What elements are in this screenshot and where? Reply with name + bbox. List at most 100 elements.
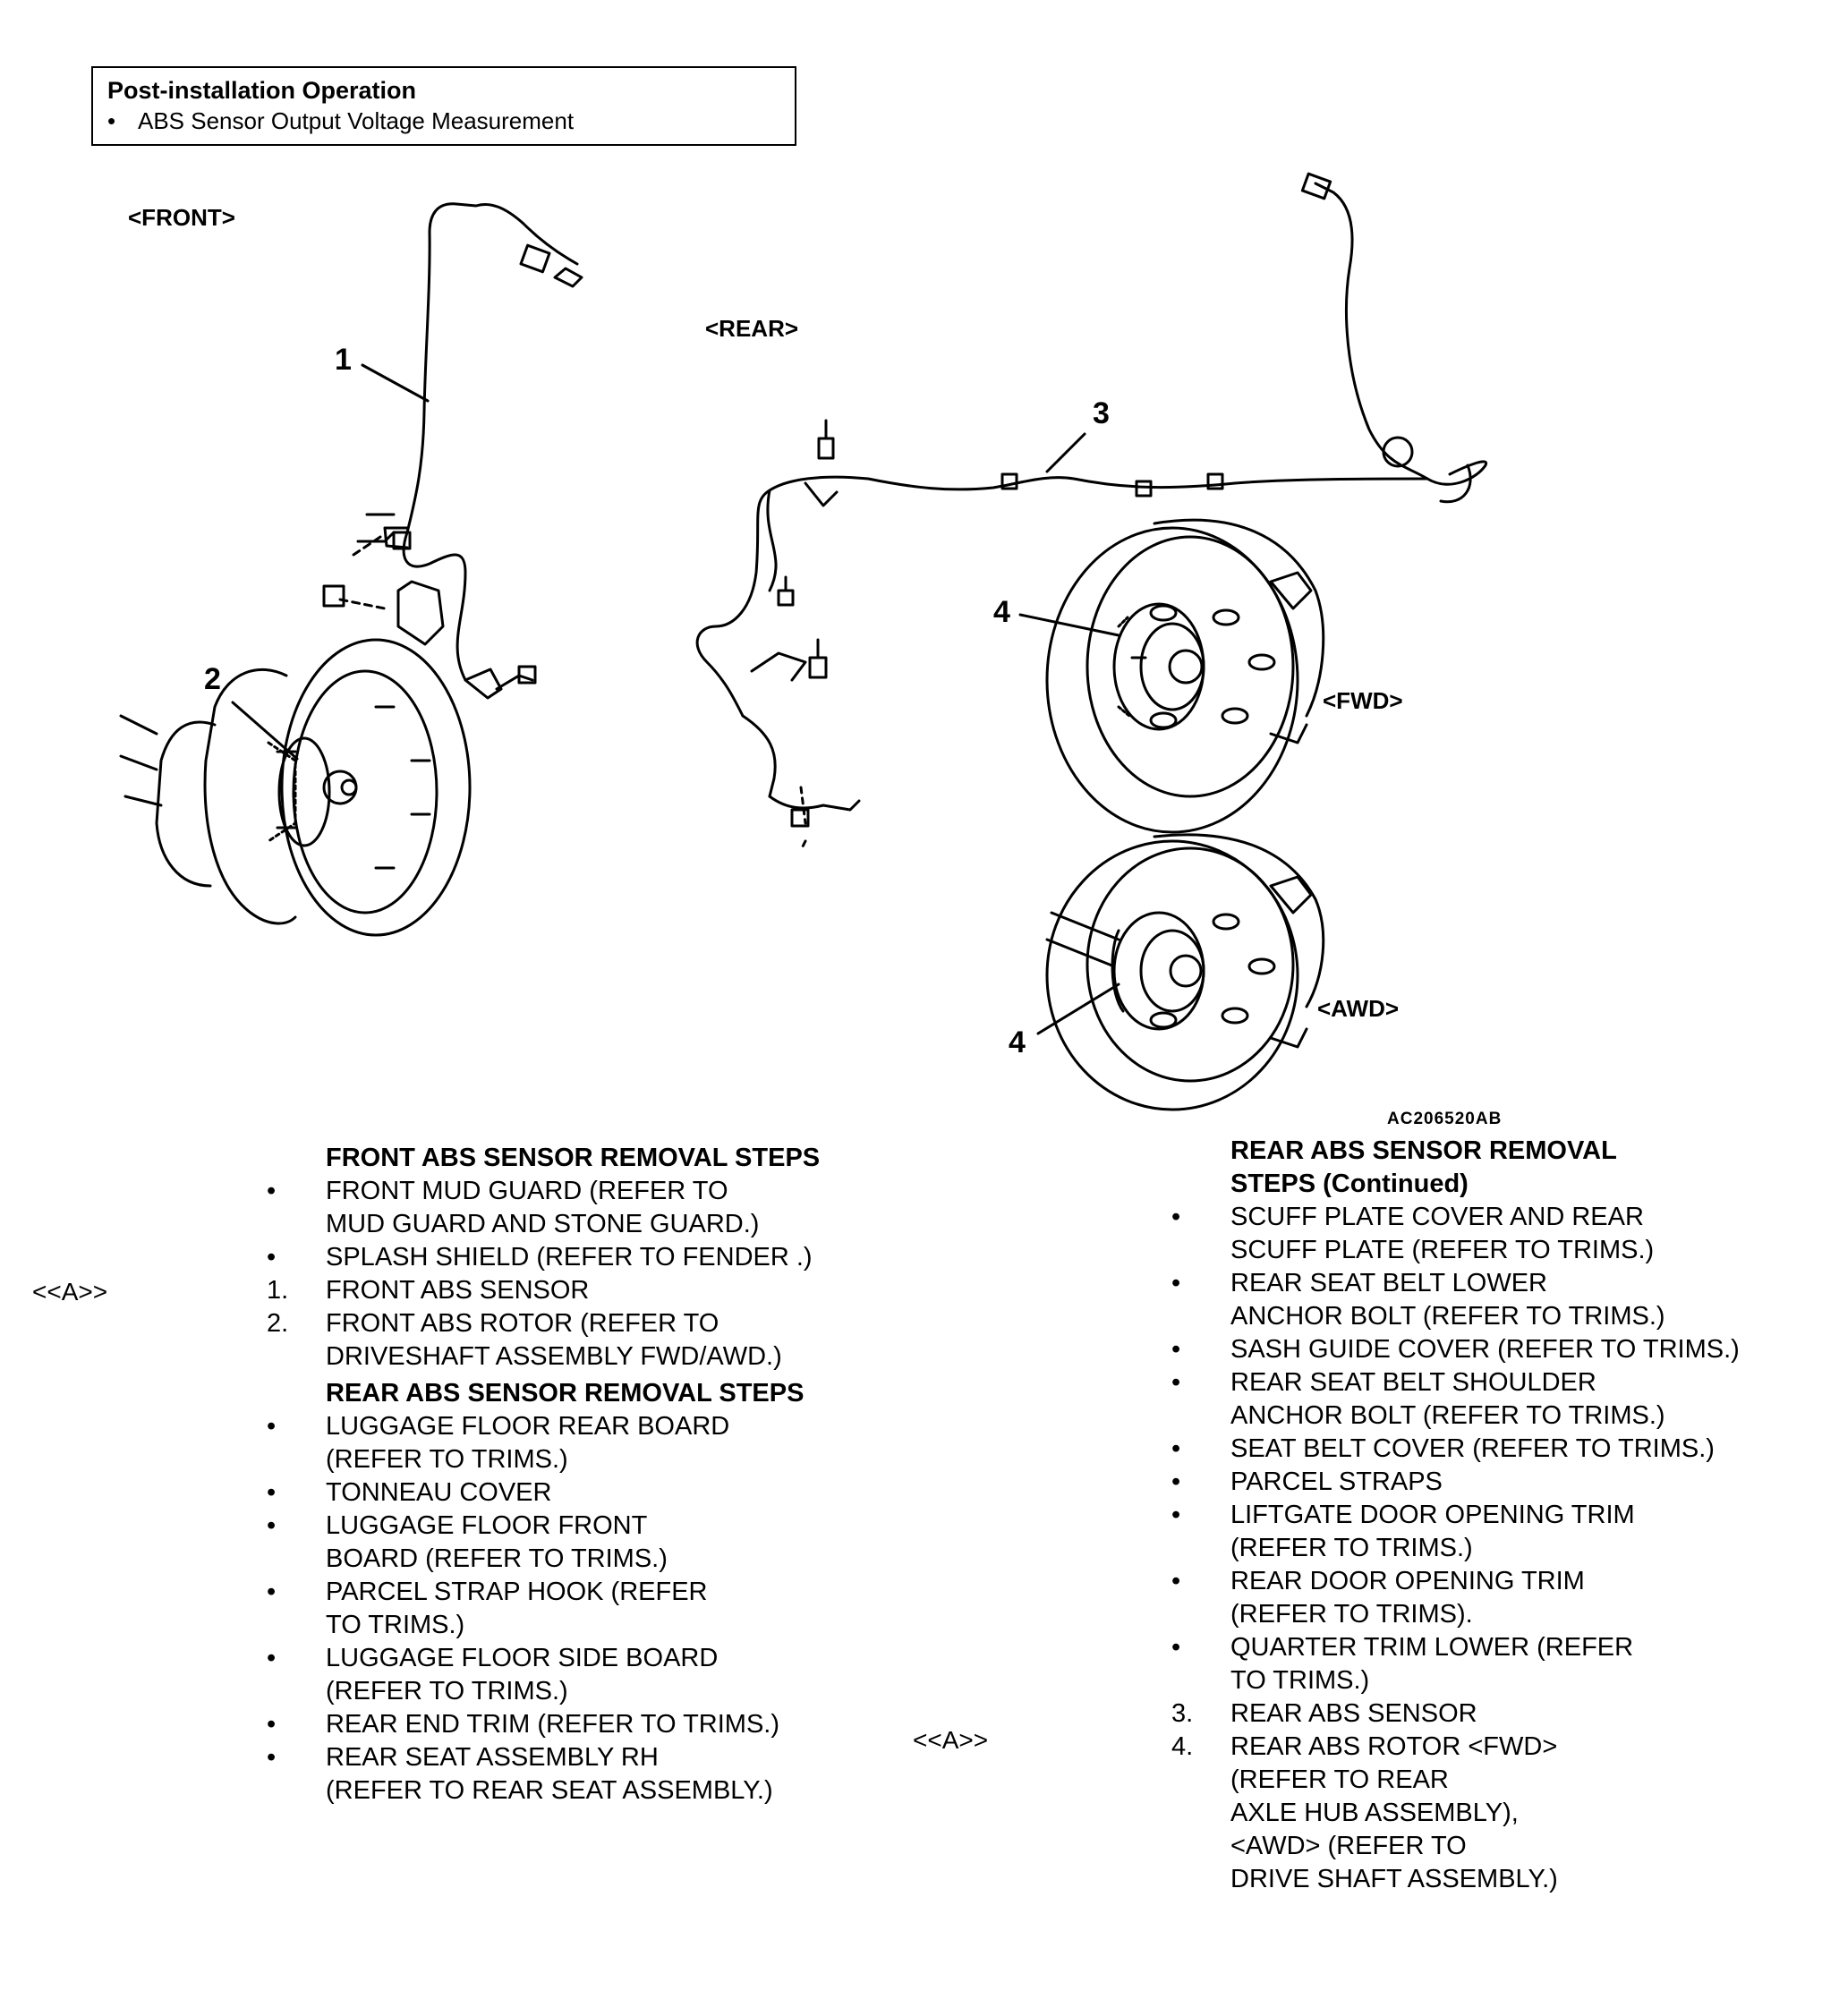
front-step-item: 1. FRONT ABS SENSOR [267,1274,898,1307]
awd-label: <AWD> [1317,995,1400,1022]
figure-id: AC206520AB [1387,1110,1503,1128]
rear-cont-step-item: • REAR DOOR OPENING TRIM (REFER TO TRIMS)… [1171,1565,1821,1631]
rear-cont-step-item-text: SCUFF PLATE COVER AND REAR SCUFF PLATE (… [1230,1203,1655,1264]
rear-step-item-marker: • [267,1412,277,1441]
bullet-icon: • [107,107,116,134]
rear-cont-step-item-marker: • [1171,1203,1181,1231]
front-step-item-marker: • [267,1243,277,1272]
rear-cont-step-item: • REAR SEAT BELT SHOULDER ANCHOR BOLT (RE… [1171,1366,1821,1433]
front-steps-heading: FRONT ABS SENSOR REMOVAL STEPS [326,1144,821,1172]
rear-cont-step-item: • SASH GUIDE COVER (REFER TO TRIMS.) [1171,1333,1821,1366]
callout-4b-leader [1036,982,1120,1035]
front-step-item-text: FRONT ABS ROTOR (REFER TO DRIVESHAFT ASS… [326,1309,782,1371]
rear-cont-step-item-text: REAR SEAT BELT SHOULDER ANCHOR BOLT (REF… [1230,1368,1665,1430]
callout-3-leader [1045,432,1086,473]
rear-cont-step-item-marker: 3. [1171,1699,1194,1728]
front-step-item-marker: • [267,1177,277,1205]
ref-a-front: <<A>> [32,1278,108,1306]
rear-step-item: • PARCEL STRAP HOOK (REFER TO TRIMS.) [267,1576,898,1642]
callout-2: 2 [204,662,221,696]
rear-cont-step-item-text: REAR DOOR OPENING TRIM (REFER TO TRIMS). [1230,1567,1585,1629]
front-label: <FRONT> [128,204,235,231]
rear-step-item: • LUGGAGE FLOOR REAR BOARD (REFER TO TRIM… [267,1410,898,1476]
rear-cont-step-item-marker: • [1171,1434,1181,1463]
callout-4-awd: 4 [1009,1025,1026,1059]
rear-cont-step-item-text: PARCEL STRAPS [1230,1467,1443,1496]
rear-cont-step-item-marker: • [1171,1269,1181,1297]
front-steps-list: • FRONT MUD GUARD (REFER TO MUD GUARD AND… [267,1175,898,1374]
rear-abs-sensor-harness [695,172,1488,852]
rear-steps-continued-heading: REAR ABS SENSOR REMOVAL STEPS (Continued… [1230,1136,1617,1198]
rear-cont-step-item: • LIFTGATE DOOR OPENING TRIM (REFER TO TR… [1171,1499,1821,1565]
callout-3: 3 [1093,396,1110,430]
rear-cont-step-item: 3. REAR ABS SENSOR [1171,1697,1821,1731]
rear-step-item: •LUGGAGE FLOOR SIDE BOARD (REFER TO TRIM… [267,1642,898,1708]
rear-step-item: • REAR END TRIM (REFER TO TRIMS.) [267,1708,898,1741]
rear-awd-hub-rotor [1045,833,1325,1111]
fwd-label: <FWD> [1323,687,1403,714]
rear-cont-step-item: • PARCEL STRAPS [1171,1466,1821,1499]
front-hub-rotor [119,638,472,937]
post-installation-box: Post-installation Operation • ABS Sensor … [91,66,796,146]
front-step-item-text: FRONT MUD GUARD (REFER TO MUD GUARD AND … [326,1177,760,1238]
rear-step-item-text: REAR SEAT ASSEMBLY RH (REFER TO REAR SEA… [326,1743,773,1805]
rear-cont-step-item: • SEAT BELT COVER (REFER TO TRIMS.) [1171,1433,1821,1466]
rear-cont-step-item: 4. REAR ABS ROTOR <FWD> (REFER TO REAR AX… [1171,1731,1821,1896]
post-installation-item-text: ABS Sensor Output Voltage Measurement [138,107,575,134]
rear-cont-step-item-marker: • [1171,1501,1181,1529]
rear-cont-step-item: • QUARTER TRIM LOWER (REFER TO TRIMS.) [1171,1631,1821,1697]
rear-step-item-marker: • [267,1644,277,1672]
rear-steps-heading: REAR ABS SENSOR REMOVAL STEPS [326,1379,805,1408]
front-and-rear-steps: FRONT ABS SENSOR REMOVAL STEPS • FRONT MU… [267,1142,898,1808]
callout-1-leader [361,363,430,403]
front-step-item: • FRONT MUD GUARD (REFER TO MUD GUARD AND… [267,1175,898,1241]
rear-steps-continued: REAR ABS SENSOR REMOVAL STEPS (Continued… [1171,1135,1821,1896]
rear-step-item-marker: • [267,1578,277,1606]
rear-step-item-marker: • [267,1743,277,1772]
callout-4-fwd: 4 [993,595,1010,629]
rear-step-item-text: PARCEL STRAP HOOK (REFER TO TRIMS.) [326,1578,708,1639]
callout-4a-leader [1018,613,1120,637]
rear-label: <REAR> [705,315,799,342]
rear-cont-step-item-text: REAR SEAT BELT LOWER ANCHOR BOLT (REFER … [1230,1269,1665,1331]
rear-step-item-text: LUGGAGE FLOOR FRONT BOARD (REFER TO TRIM… [326,1511,668,1573]
front-step-item: 2. FRONT ABS ROTOR (REFER TO DRIVESHAFT A… [267,1307,898,1374]
rear-cont-step-item-text: QUARTER TRIM LOWER (REFER TO TRIMS.) [1230,1633,1634,1695]
rear-step-item-marker: • [267,1478,277,1507]
front-step-item-marker: 1. [267,1276,289,1305]
rear-fwd-hub-rotor [1045,518,1325,834]
post-installation-title: Post-installation Operation [107,77,417,104]
front-abs-sensor-harness [322,202,583,700]
rear-cont-step-item: • SCUFF PLATE COVER AND REAR SCUFF PLATE … [1171,1201,1821,1267]
rear-step-item-text: REAR END TRIM (REFER TO TRIMS.) [326,1710,780,1739]
post-installation-item: • ABS Sensor Output Voltage Measurement [107,107,574,135]
rear-steps-continued-list: • SCUFF PLATE COVER AND REAR SCUFF PLATE … [1171,1201,1821,1896]
rear-cont-step-item-marker: • [1171,1335,1181,1364]
rear-cont-step-item: • REAR SEAT BELT LOWER ANCHOR BOLT (REFER… [1171,1267,1821,1333]
callout-2-leader [231,701,299,761]
front-step-item-text: SPLASH SHIELD (REFER TO FENDER .) [326,1243,813,1272]
rear-step-item-text: TONNEAU COVER [326,1478,552,1507]
rear-step-item-marker: • [267,1710,277,1739]
rear-cont-step-item-text: REAR ABS SENSOR [1230,1699,1477,1728]
rear-step-item: • REAR SEAT ASSEMBLY RH (REFER TO REAR SE… [267,1741,898,1808]
rear-cont-step-item-marker: • [1171,1567,1181,1595]
rear-cont-step-item-marker: 4. [1171,1732,1194,1761]
rear-step-item: • TONNEAU COVER [267,1476,898,1510]
front-step-item-marker: 2. [267,1309,289,1338]
rear-cont-step-item-text: SASH GUIDE COVER (REFER TO TRIMS.) [1230,1335,1740,1364]
front-step-item-text: FRONT ABS SENSOR [326,1276,590,1305]
rear-cont-step-item-text: REAR ABS ROTOR <FWD> (REFER TO REAR AXLE… [1230,1732,1558,1893]
rear-cont-step-item-marker: • [1171,1368,1181,1397]
rear-cont-step-item-text: SEAT BELT COVER (REFER TO TRIMS.) [1230,1434,1715,1463]
rear-cont-step-item-text: LIFTGATE DOOR OPENING TRIM (REFER TO TRI… [1230,1501,1635,1562]
rear-step-item-marker: • [267,1511,277,1540]
callout-1: 1 [335,343,352,377]
rear-cont-step-item-marker: • [1171,1467,1181,1496]
rear-step-item: • LUGGAGE FLOOR FRONT BOARD (REFER TO TRI… [267,1510,898,1576]
rear-step-item-text: LUGGAGE FLOOR REAR BOARD (REFER TO TRIMS… [326,1412,730,1474]
front-step-item: • SPLASH SHIELD (REFER TO FENDER .) [267,1241,898,1274]
ref-a-rear: <<A>> [913,1726,989,1754]
rear-cont-step-item-marker: • [1171,1633,1181,1662]
abs-sensor-exploded-diagram [119,172,1488,1111]
